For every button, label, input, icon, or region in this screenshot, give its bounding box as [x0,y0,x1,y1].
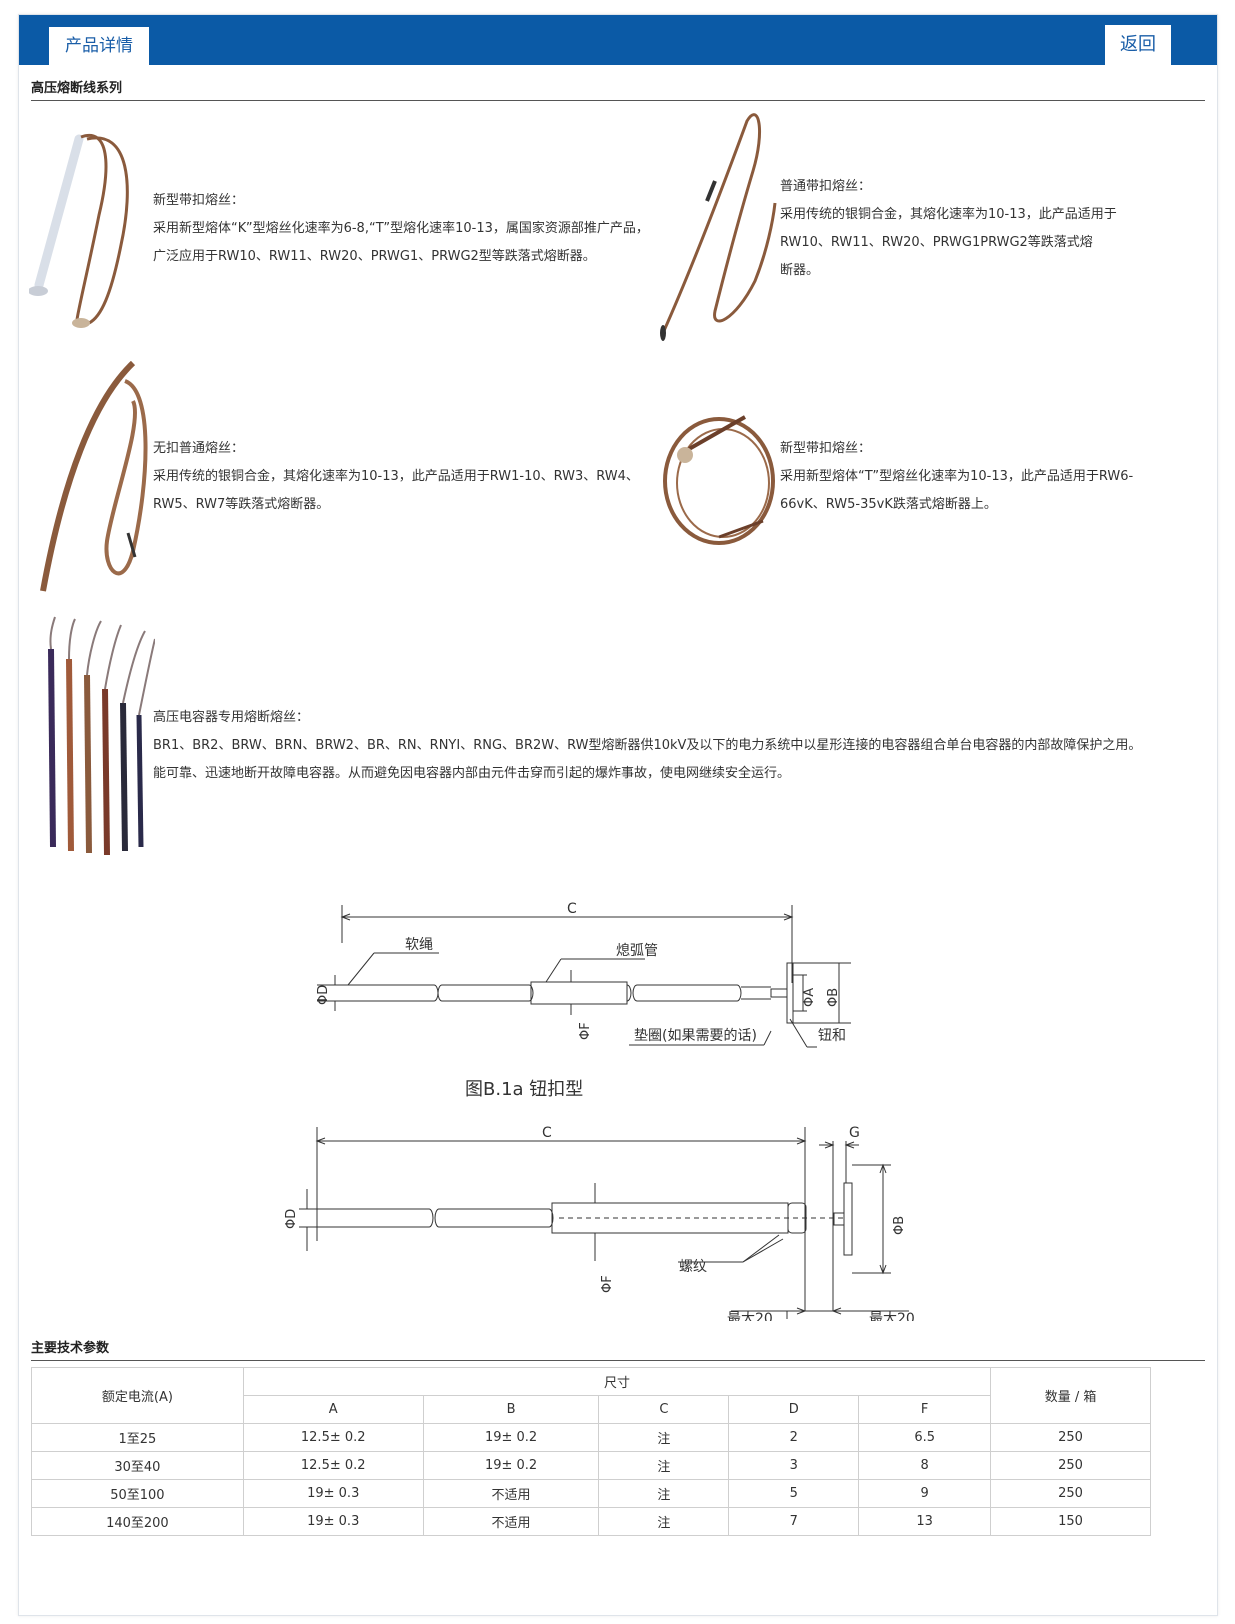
fuse-wire-image-3 [40,361,148,592]
product-detail-panel: 产品详情 返回 高压熔断线系列 新型带扣熔丝： 采用新型熔体“K”型熔丝化速率为… [18,14,1218,1616]
capacitor-fuse-image [48,616,155,856]
product-line: 66vK、RW5-35vK跌落式熔断器上。 [780,497,997,512]
product-description-1: 新型带扣熔丝： 采用新型熔体“K”型熔丝化速率为6-8,“T”型熔化速率10-1… [153,187,649,271]
cell: 250 [990,1423,1151,1452]
thread-type-diagram: C G ΦD ΦF ΦB 螺纹 最大20 最大20 [284,1125,915,1321]
cell: 不适用 [422,1507,600,1536]
cell: 3 [728,1451,860,1480]
header-rated-current: 额定电流(A) [31,1367,244,1424]
product-name: 新型带扣熔丝： [780,441,872,456]
header-quantity: 数量 / 箱 [990,1367,1151,1424]
dim-a-label: ΦA [802,988,817,1007]
header-bar: 产品详情 返回 [19,15,1217,65]
cell: 19± 0.3 [242,1479,424,1508]
table-row: 50至100 19± 0.3 不适用 注 5 9 250 [31,1479,1151,1508]
series-title: 高压熔断线系列 [31,81,123,96]
header-b: B [422,1395,600,1424]
product-name: 新型带扣熔丝： [153,193,245,208]
cell: 13 [858,1507,992,1536]
cell: 不适用 [422,1479,600,1508]
cell: 50至100 [31,1479,244,1508]
product-line: RW10、RW11、RW20、PRWG1PRWG2等跌落式熔 [780,235,1093,250]
cell: 注 [598,1423,730,1452]
dim-f-label: ΦF [578,1022,593,1040]
cell: 5 [728,1479,860,1508]
product-name: 无扣普通熔丝： [153,441,245,456]
table-row: 140至200 19± 0.3 不适用 注 7 13 150 [31,1507,1151,1536]
product-line: 采用传统的银铜合金，其熔化速率为10-13，此产品适用于 [780,207,1117,222]
dim-c-label: C [542,1125,552,1141]
arc-tube-label: 熄弧管 [616,942,658,959]
header-d: D [728,1395,860,1424]
washer-label: 垫圈(如果需要的话) [634,1028,757,1044]
header-size: 尺寸 [242,1367,992,1396]
thread-label: 螺纹 [679,1259,707,1275]
dim-b-label: ΦB [892,1216,907,1235]
product-description-5: 高压电容器专用熔断熔丝： BR1、BR2、BRW、BRN、BRW2、BR、RN、… [153,704,1141,788]
diagram1-caption: 图B.1a 钮扣型 [465,1079,584,1100]
cell: 注 [598,1479,730,1508]
dim-c-label: C [567,901,577,917]
cell: 250 [990,1451,1151,1480]
header-a: A [242,1395,424,1424]
product-name: 普通带扣熔丝： [780,179,872,194]
table-row: 30至40 12.5± 0.2 19± 0.2 注 3 8 250 [31,1451,1151,1480]
product-description-3: 无扣普通熔丝： 采用传统的银铜合金，其熔化速率为10-13，此产品适用于RW1-… [153,435,639,519]
dim-g-label: G [849,1125,860,1141]
product-line: RW5、RW7等跌落式熔断器。 [153,497,330,512]
product-description-2: 普通带扣熔丝： 采用传统的银铜合金，其熔化速率为10-13，此产品适用于 RW1… [780,173,1117,285]
dim-f-label: ΦF [600,1275,615,1293]
cell: 19± 0.2 [422,1451,600,1480]
cell: 250 [990,1479,1151,1508]
cell: 7 [728,1507,860,1536]
cell: 2 [728,1423,860,1452]
cell: 150 [990,1507,1151,1536]
back-button[interactable]: 返回 [1105,25,1171,65]
divider [31,1360,1205,1361]
table-row: 1至25 12.5± 0.2 19± 0.2 注 2 6.5 250 [31,1423,1151,1452]
product-description-4: 新型带扣熔丝： 采用新型熔体“T”型熔丝化速率为10-13，此产品适用于RW6-… [780,435,1133,519]
rope-label: 软绳 [405,937,433,953]
button-type-diagram: C 软绳 熄弧管 ΦD ΦF ΦA ΦB 垫圈(如果需要的话) 钮和 [316,901,851,1048]
product-line: 断器。 [780,263,820,278]
fuse-wire-image-2 [660,113,777,341]
dim-d-label: ΦD [316,985,331,1005]
dim-d-label: ΦD [284,1209,299,1229]
header-f: F [858,1395,992,1424]
max-length-label: 最大20 [727,1311,773,1321]
cell: 19± 0.3 [242,1507,424,1536]
cell: 注 [598,1451,730,1480]
cell: 19± 0.2 [422,1423,600,1452]
cell: 1至25 [31,1423,244,1452]
product-line: 采用新型熔体“K”型熔丝化速率为6-8,“T”型熔化速率10-13，属国家资源部… [153,221,649,236]
cell: 注 [598,1507,730,1536]
cell: 8 [858,1451,992,1480]
dim-b-label: ΦB [826,988,841,1007]
cell: 12.5± 0.2 [242,1423,424,1452]
technical-parameters-table: 额定电流(A) 尺寸 数量 / 箱 A B C D F 1至25 12.5± 0… [31,1367,1151,1536]
product-line: BR1、BR2、BRW、BRN、BRW2、BR、RN、RNYI、RNG、BR2W… [153,738,1142,753]
header-c: C [598,1395,730,1424]
cell: 12.5± 0.2 [242,1451,424,1480]
product-line: 采用传统的银铜合金，其熔化速率为10-13，此产品适用于RW1-10、RW3、R… [153,469,639,484]
max-length-label: 最大20 [869,1311,915,1321]
button-label: 钮和 [818,1028,846,1044]
cell: 30至40 [31,1451,244,1480]
product-line: 能可靠、迅速地断开故障电容器。从而避免因电容器内部由元件击穿而引起的爆炸事故，使… [153,766,791,781]
cell: 9 [858,1479,992,1508]
fuse-wire-image-1 [29,133,129,328]
params-title: 主要技术参数 [31,1341,110,1356]
product-name: 高压电容器专用熔断熔丝： [153,710,310,725]
fuse-wire-image-4 [663,415,775,545]
divider [31,100,1205,101]
product-line: 采用新型熔体“T”型熔丝化速率为10-13，此产品适用于RW6- [780,469,1134,484]
tab-product-detail[interactable]: 产品详情 [49,27,149,65]
cell: 140至200 [31,1507,244,1536]
cell: 6.5 [858,1423,992,1452]
product-line: 广泛应用于RW10、RW11、RW20、PRWG1、PRWG2型等跌落式熔断器。 [153,249,596,264]
